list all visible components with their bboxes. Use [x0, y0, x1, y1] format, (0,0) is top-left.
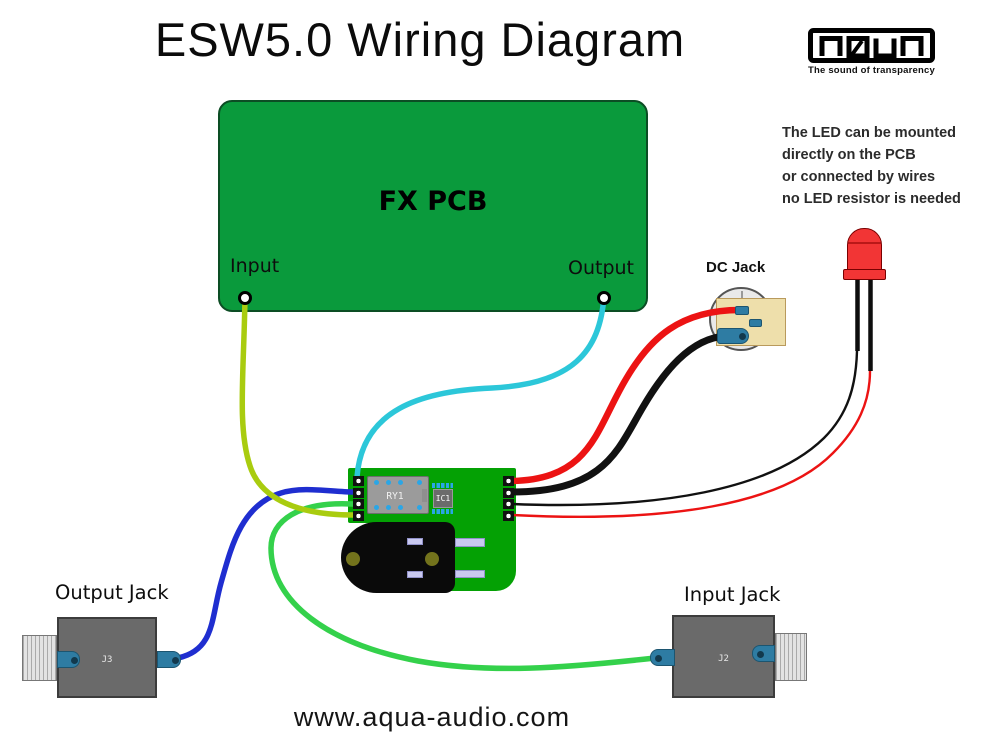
output-jack-tip-lug — [157, 651, 181, 668]
input-jack-designator: J2 — [718, 654, 729, 664]
relay-pad-left-3 — [353, 499, 364, 509]
led-wire-red — [510, 369, 872, 519]
fx-output-wire — [354, 293, 607, 480]
dc-spare-lug — [749, 319, 762, 327]
lug-hole — [654, 655, 662, 662]
input-jack-sleeve — [775, 633, 807, 681]
led-note-line: directly on the PCB — [782, 147, 916, 163]
relay-pad-left-2 — [353, 487, 364, 498]
ic-pin-row — [432, 483, 453, 488]
relay-pad-left-1 — [353, 476, 364, 486]
relay-pad-right-1 — [503, 476, 514, 486]
ic-pin-row — [432, 509, 453, 514]
led-note-line: The LED can be mounted — [782, 125, 957, 141]
fx-pcb: FX PCB Input Output — [218, 100, 648, 312]
relay-pad-right-2 — [503, 487, 514, 498]
relay-pin — [398, 505, 403, 510]
logo-frame — [808, 28, 935, 63]
website-url: www.aqua-audio.com — [293, 702, 571, 732]
output-jack-label: Output Jack — [55, 581, 169, 604]
logo-tagline: The sound of transparency — [808, 65, 935, 76]
logo-letter-u — [873, 38, 897, 59]
logo-letter-a2 — [900, 36, 924, 56]
relay-pin — [374, 505, 379, 510]
footswitch-lug — [407, 571, 423, 578]
relay-label: RY1 — [386, 491, 404, 502]
dc-jack-label: DC Jack — [706, 259, 766, 276]
footswitch-pin — [455, 538, 485, 547]
dc-jack-mark — [741, 291, 743, 298]
relay-pin — [417, 480, 422, 485]
logo-letter-a1 — [819, 36, 843, 56]
dc-ground-lug — [717, 328, 749, 344]
fx-input-label: Input — [230, 255, 280, 277]
relay-pad-right-4 — [503, 510, 514, 521]
input-jack-label: Input Jack — [684, 583, 781, 606]
lug-hole — [757, 650, 764, 658]
footswitch-contact — [425, 552, 439, 566]
input-jack-inner-lug — [752, 645, 775, 662]
lug-hole — [172, 656, 179, 664]
relay-pin — [386, 505, 391, 510]
output-jack-wire — [175, 486, 356, 661]
output-jack-inner-lug — [57, 651, 80, 668]
led — [847, 228, 882, 272]
dc-positive-wire — [508, 306, 744, 485]
fx-output-label: Output — [568, 257, 634, 279]
relay-ry1: RY1 — [367, 476, 429, 514]
led-dome-line — [848, 242, 881, 244]
relay-pad-right-3 — [503, 499, 514, 509]
logo-letter-q — [846, 36, 870, 59]
relay-pad-left-4 — [353, 510, 364, 521]
footswitch-contact — [346, 552, 360, 566]
led-wire-black — [510, 349, 859, 507]
footswitch-lug — [407, 538, 423, 545]
relay-pin — [398, 480, 403, 485]
fx-output-pad — [597, 291, 611, 305]
dc-ground-wire — [508, 332, 730, 496]
footswitch-pin — [455, 569, 485, 578]
led-note-line: no LED resistor is needed — [782, 191, 961, 207]
fx-input-wire — [239, 293, 356, 518]
page-title: ESW5.0 Wiring Diagram — [154, 13, 686, 66]
aqua-logo — [808, 28, 935, 63]
output-jack-designator: J3 — [101, 655, 113, 665]
led-note-line: or connected by wires — [782, 169, 936, 185]
relay-notch — [422, 489, 427, 502]
led-flange — [843, 269, 886, 280]
dc-positive-lug — [735, 306, 749, 315]
relay-pin — [386, 480, 391, 485]
logo-letter-q-tail — [849, 39, 864, 58]
lug-hole — [71, 656, 78, 664]
fx-pcb-label: FX PCB — [378, 186, 488, 217]
relay-pin — [374, 480, 379, 485]
fx-input-pad — [238, 291, 252, 305]
led-note: The LED can be mounted directly on the P… — [782, 122, 992, 210]
lug-hole — [739, 333, 746, 340]
relay-pin — [417, 505, 422, 510]
input-jack-tip-lug — [650, 649, 675, 666]
ic1-chip: IC1 — [433, 489, 453, 508]
output-jack-sleeve — [22, 635, 57, 681]
